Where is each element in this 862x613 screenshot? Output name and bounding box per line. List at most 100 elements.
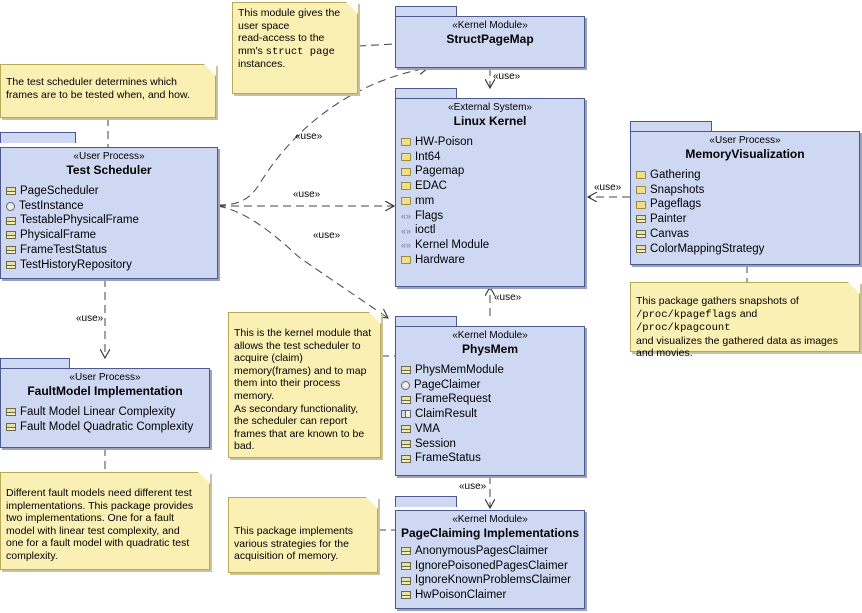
- package-item[interactable]: ClaimResult: [401, 407, 584, 422]
- note-line: various strategies for the: [234, 537, 349, 550]
- package-item[interactable]: HwPoisonClaimer: [401, 588, 584, 603]
- package-item-label: Session: [415, 437, 456, 450]
- package-item[interactable]: VMA: [401, 422, 584, 437]
- package-item-label: ioctl: [415, 224, 436, 237]
- note-line: one for a fault model with quadratic tes…: [6, 537, 190, 550]
- note-line: bad.: [234, 440, 255, 453]
- package-test-scheduler[interactable]: «User Process» Test Scheduler PageSchedu…: [0, 132, 218, 279]
- package-item[interactable]: Int64: [401, 150, 584, 165]
- package-item-label: Int64: [415, 150, 441, 163]
- package-title: StructPageMap: [446, 32, 534, 46]
- package-folder-icon: [636, 171, 646, 180]
- package-item-label: Hardware: [415, 253, 465, 266]
- note-line: two implementations. One for a fault: [6, 512, 175, 525]
- package-item[interactable]: ColorMappingStrategy: [636, 242, 859, 257]
- package-item-label: IgnoreKnownProblemsClaimer: [415, 574, 571, 587]
- note-code: /proc/kpagcount: [636, 322, 731, 335]
- note-structpagemap: This module gives the user space read-ac…: [232, 2, 358, 94]
- note-line: /proc/kpageflags and /proc/kpagcount: [636, 308, 854, 335]
- package-item-label: PageScheduler: [20, 185, 99, 197]
- package-item[interactable]: Fault Model Quadratic Complexity: [6, 420, 209, 435]
- note-line: and visualizes the gathered data as imag…: [636, 334, 838, 347]
- class-icon: [6, 216, 16, 225]
- package-item[interactable]: FrameTestStatus: [6, 243, 217, 258]
- package-item[interactable]: mm: [401, 194, 584, 209]
- package-item[interactable]: PhysicalFrame: [6, 228, 217, 243]
- class-icon: [636, 215, 646, 224]
- package-title: PageClaiming Implementations: [400, 526, 580, 540]
- class-icon: [401, 454, 411, 463]
- package-item-label: HW-Poison: [415, 136, 473, 148]
- use-label-ts-kernel: «use»: [293, 189, 321, 200]
- package-item-label: EDAC: [415, 180, 447, 193]
- package-structpagemap[interactable]: «Kernel Module» StructPageMap: [395, 6, 585, 68]
- class-icon: [401, 366, 411, 375]
- package-folder-icon: [401, 153, 411, 162]
- package-item-label: Flags: [415, 209, 444, 222]
- note-line: acquisition of memory.: [234, 550, 339, 563]
- edge-ts-spm: [217, 68, 428, 206]
- package-item[interactable]: «»Flags: [401, 209, 584, 224]
- package-item[interactable]: HW-Poison: [401, 135, 584, 150]
- note-line: memory.: [234, 389, 275, 402]
- package-item-label: HwPoisonClaimer: [415, 589, 507, 602]
- class-icon: [6, 231, 16, 240]
- package-item-label: Gathering: [650, 169, 701, 181]
- package-item[interactable]: PhysMemModule: [401, 363, 584, 378]
- package-item[interactable]: Fault Model Linear Complexity: [6, 405, 209, 420]
- package-item[interactable]: IgnoreKnownProblemsClaimer: [401, 573, 584, 588]
- note-line: them into their process: [234, 377, 341, 390]
- stereotype: «External System»: [448, 102, 532, 113]
- package-item[interactable]: FrameRequest: [401, 392, 584, 407]
- note-anchor-structpagemap: [357, 43, 396, 47]
- package-item[interactable]: Painter: [636, 212, 859, 227]
- package-title: MemoryVisualization: [685, 147, 805, 161]
- package-item[interactable]: IgnorePoisonedPagesClaimer: [401, 559, 584, 574]
- class-icon: [6, 246, 16, 255]
- package-folder-icon: [401, 197, 411, 206]
- package-item[interactable]: TestInstance: [6, 199, 217, 214]
- package-item[interactable]: TestablePhysicalFrame: [6, 213, 217, 228]
- package-item[interactable]: PageClaimer: [401, 378, 584, 393]
- package-item-label: AnonymousPagesClaimer: [415, 545, 548, 557]
- package-item[interactable]: PageScheduler: [6, 184, 217, 199]
- note-line: memory(frames) and to map: [234, 364, 367, 377]
- package-item[interactable]: FrameStatus: [401, 451, 584, 466]
- package-item[interactable]: EDAC: [401, 179, 584, 194]
- use-label-physmem-claiming: «use»: [459, 481, 487, 492]
- package-item[interactable]: Pagemap: [401, 164, 584, 179]
- package-item-label: Pagemap: [415, 165, 465, 178]
- package-item-label: Canvas: [650, 227, 689, 240]
- package-item[interactable]: Pageflags: [636, 197, 859, 212]
- package-item-label: mm: [415, 194, 435, 207]
- package-item[interactable]: «»Kernel Module: [401, 238, 584, 253]
- package-item-label: ColorMappingStrategy: [650, 242, 765, 255]
- package-item[interactable]: Session: [401, 437, 584, 452]
- package-linux-kernel[interactable]: «External System» Linux Kernel HW-Poison…: [395, 88, 585, 287]
- package-folder-icon: [401, 255, 411, 264]
- package-item[interactable]: «»ioctl: [401, 223, 584, 238]
- package-item-label: FrameStatus: [415, 452, 481, 465]
- package-item-label: TestInstance: [19, 199, 84, 212]
- package-item[interactable]: AnonymousPagesClaimer: [401, 544, 584, 559]
- package-item[interactable]: Canvas: [636, 227, 859, 242]
- package-title: PhysMem: [461, 342, 519, 356]
- note-line: frames are to be tested when, and how.: [6, 88, 190, 101]
- package-item[interactable]: Gathering: [636, 168, 859, 183]
- package-item[interactable]: Snapshots: [636, 183, 859, 198]
- package-item-label: Snapshots: [650, 183, 705, 196]
- note-faultmodel: Different fault models need different te…: [0, 472, 210, 570]
- package-pageclaiming[interactable]: «Kernel Module» PageClaiming Implementat…: [395, 496, 585, 609]
- package-folder-icon: [401, 182, 411, 191]
- package-memory-visualization[interactable]: «User Process» MemoryVisualization Gathe…: [630, 121, 860, 265]
- package-folder-icon: [401, 167, 411, 176]
- stereotype: «Kernel Module»: [452, 514, 528, 525]
- stereotype: «User Process»: [73, 151, 145, 162]
- note-line: This module gives the: [238, 7, 341, 19]
- package-item[interactable]: Hardware: [401, 253, 584, 268]
- package-item[interactable]: TestHistoryRepository: [6, 258, 217, 273]
- package-faultmodel[interactable]: «User Process» FaultModel Implementation…: [0, 358, 210, 448]
